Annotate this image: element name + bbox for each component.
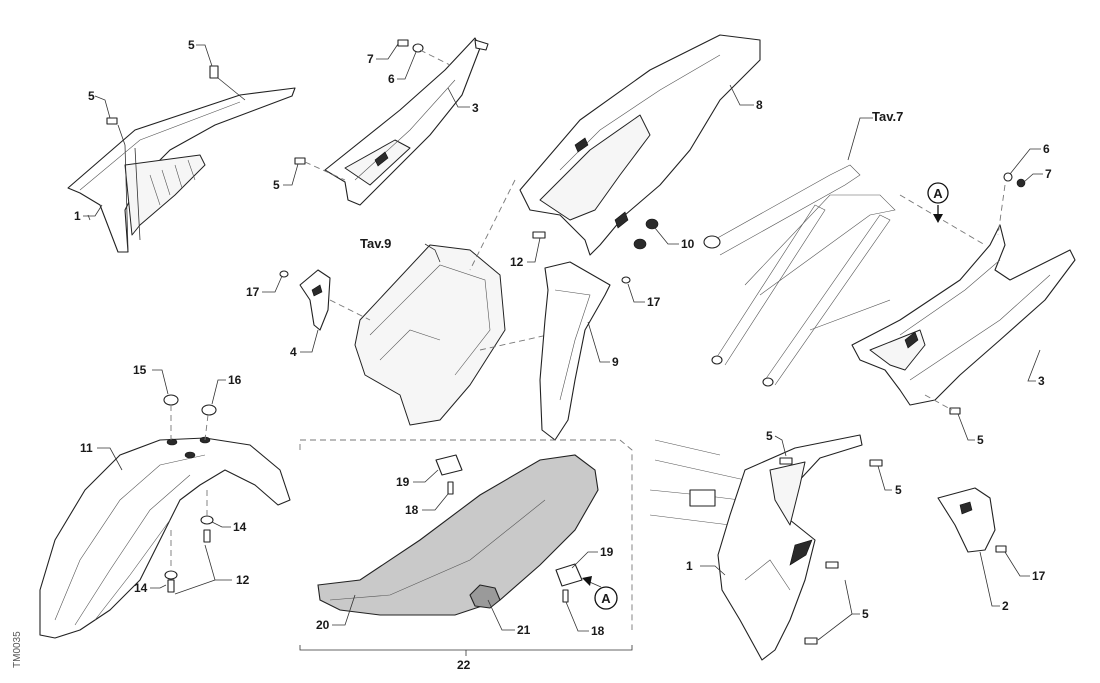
assembly-line [304, 161, 346, 181]
detail-marker-a-top: A [927, 182, 949, 223]
frame-context [649, 439, 746, 526]
callout-3: 3 [472, 101, 479, 115]
screw-icon [949, 172, 1026, 415]
leader-lines [83, 43, 1043, 641]
drawing-code: TM0035 [12, 631, 23, 668]
callout-5: 5 [188, 38, 195, 52]
callout-14: 14 [233, 520, 247, 534]
callout-15: 15 [133, 363, 147, 377]
callout-19: 19 [396, 475, 410, 489]
callout-5: 5 [766, 429, 773, 443]
callout-4: 4 [290, 345, 297, 359]
callout-10: 10 [681, 237, 695, 251]
bracket-right [937, 487, 996, 553]
callout-7: 7 [367, 52, 374, 66]
callout-19: 19 [600, 545, 614, 559]
bracket-left [299, 269, 331, 331]
svg-text:A: A [601, 591, 611, 606]
callout-16: 16 [228, 373, 242, 387]
callout-18: 18 [405, 503, 419, 517]
mud-flap [539, 261, 611, 441]
callout-7: 7 [1045, 167, 1052, 181]
seat [317, 454, 599, 616]
callout-8: 8 [756, 98, 763, 112]
callout-1: 1 [74, 209, 81, 223]
callout-21: 21 [517, 623, 531, 637]
callout-11: 11 [80, 441, 93, 455]
callout-17: 17 [246, 285, 260, 299]
subframe-reference [703, 164, 986, 387]
callout-5: 5 [895, 483, 902, 497]
screw-icon [106, 65, 219, 125]
callout-20: 20 [316, 618, 330, 632]
callout-12: 12 [510, 255, 524, 269]
seat-group-bracket [299, 645, 633, 651]
screw-icon [779, 457, 1007, 645]
callout-1: 1 [686, 559, 693, 573]
callout-5: 5 [862, 607, 869, 621]
seat-group-box [299, 439, 633, 630]
callout-12: 12 [236, 573, 250, 587]
washer-icon [163, 394, 217, 593]
assembly-line [924, 394, 953, 411]
detail-marker-a-seat: A [594, 586, 618, 610]
callout-22: 22 [457, 658, 471, 672]
side-panel-left [67, 87, 296, 253]
callout-9: 9 [612, 355, 619, 369]
airbox-reference [329, 179, 571, 426]
assembly-line [204, 414, 209, 441]
callout-3: 3 [1038, 374, 1045, 388]
assembly-line [419, 49, 451, 66]
callout-6: 6 [388, 72, 395, 86]
arrow-head [582, 576, 592, 586]
callout-5: 5 [88, 89, 95, 103]
seat-bracket [435, 454, 583, 603]
screw-icon [279, 270, 289, 278]
side-cover-right [851, 224, 1076, 406]
callout-14: 14 [134, 581, 148, 595]
assembly-line [997, 184, 1006, 236]
rear-fender [519, 34, 761, 256]
callout-6: 6 [1043, 142, 1050, 156]
callout-2: 2 [1002, 599, 1009, 613]
side-cover-upper [324, 37, 489, 206]
front-fender [39, 436, 291, 639]
callout-5: 5 [977, 433, 984, 447]
callout-5: 5 [273, 178, 280, 192]
side-panel-right [717, 434, 863, 661]
callout-17: 17 [647, 295, 661, 309]
nut-icon [532, 218, 659, 250]
screw-icon [621, 276, 631, 284]
leader [217, 77, 246, 101]
callout-numbers: 5 5 1 7 6 3 5 8 12 10 17 4 17 9 6 7 3 5 … [74, 38, 1052, 672]
reference-tav9: Tav.9 [360, 236, 391, 251]
callout-17: 17 [1032, 569, 1046, 583]
svg-text:A: A [933, 186, 943, 201]
leader [117, 124, 126, 146]
callout-18: 18 [591, 624, 605, 638]
reference-tav7: Tav.7 [872, 109, 903, 124]
